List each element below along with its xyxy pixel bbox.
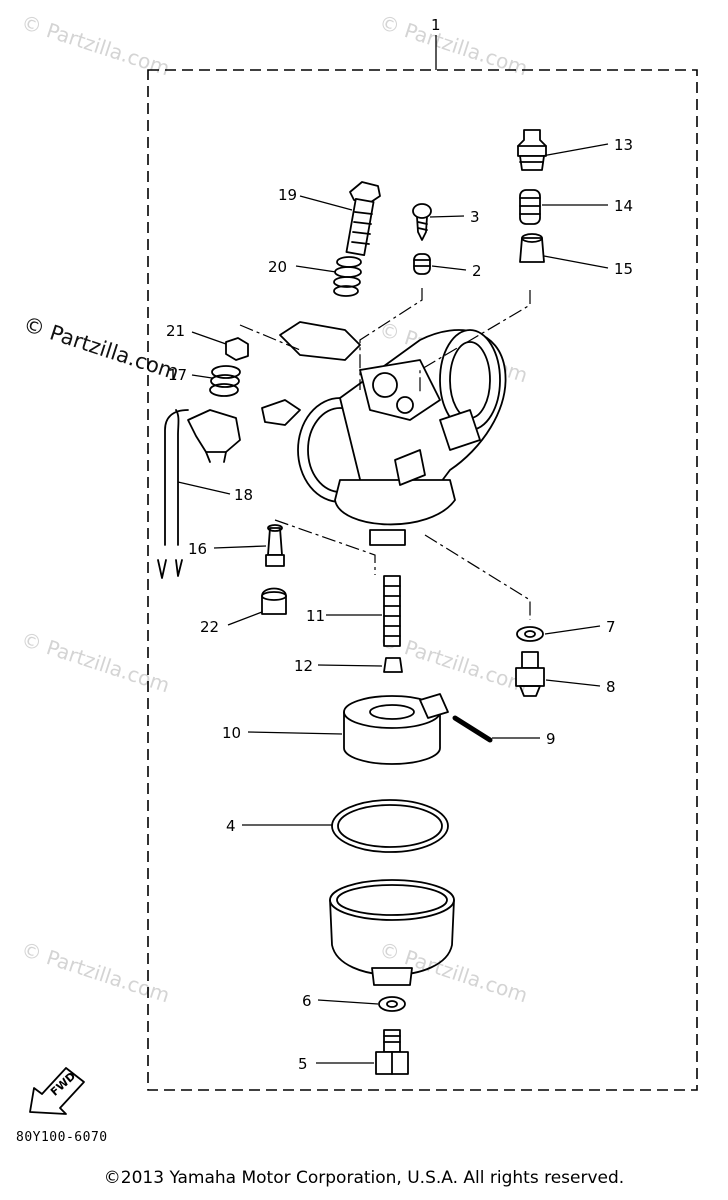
- leader-22: [227, 611, 263, 626]
- callout-12: 12: [294, 657, 313, 675]
- leader-6: [317, 999, 379, 1005]
- ref-line: [359, 288, 423, 390]
- leader-21: [191, 331, 227, 345]
- starter-plunger-part: [517, 129, 547, 171]
- ref-line: [274, 519, 376, 575]
- float-chamber-part: [329, 879, 455, 986]
- watermark: © Partzilla.com: [18, 627, 172, 698]
- float-pin-part: [452, 715, 493, 743]
- spring-part: [333, 256, 362, 297]
- screw-part: [412, 203, 432, 241]
- callout-7: 7: [606, 618, 616, 636]
- callout-5: 5: [298, 1055, 308, 1073]
- leader-19: [299, 195, 353, 211]
- callout-20: 20: [268, 258, 287, 276]
- callout-15: 15: [614, 260, 633, 278]
- leader-8: [545, 679, 601, 687]
- leader-15: [543, 255, 609, 269]
- cap-part: [261, 587, 287, 615]
- callout-14: 14: [614, 197, 633, 215]
- leader-2: [431, 265, 467, 271]
- callout-10: 10: [222, 724, 241, 742]
- callout-2: 2: [472, 262, 482, 280]
- watermark: © Partzilla.com: [18, 937, 172, 1008]
- carburetor-body-part: [261, 321, 507, 546]
- ref-line: [239, 324, 301, 351]
- fwd-arrow: FWD: [29, 1067, 85, 1115]
- assembly-number: 1: [431, 16, 441, 34]
- callout-11: 11: [306, 607, 325, 625]
- drain-washer-part: [378, 996, 406, 1012]
- pilot-screw-part: [345, 181, 381, 257]
- callout-18: 18: [234, 486, 253, 504]
- gasket-part: [331, 799, 449, 853]
- pilot-jet-part: [265, 524, 285, 567]
- washer-part: [516, 626, 544, 642]
- cable-spring-part: [209, 365, 241, 397]
- diagram-code: 80Y100-6070: [16, 1130, 108, 1145]
- ref-line: [424, 534, 531, 620]
- callout-17: 17: [168, 366, 187, 384]
- leader-13: [541, 143, 609, 157]
- leader-7: [544, 625, 601, 635]
- watermark-dark: © Partzilla.com: [20, 312, 182, 385]
- leader-12: [317, 664, 383, 667]
- callout-3: 3: [470, 208, 480, 226]
- callout-6: 6: [302, 992, 312, 1010]
- spring-small-part: [413, 253, 431, 275]
- float-part: [343, 693, 449, 765]
- leader-3: [429, 215, 465, 218]
- callout-19: 19: [278, 186, 297, 204]
- callout-21: 21: [166, 322, 185, 340]
- plunger-spring-part: [519, 189, 541, 225]
- drain-screw-part: [515, 651, 545, 697]
- needle-jet-part: [383, 575, 401, 647]
- ref-line: [419, 290, 531, 395]
- watermarks: © Partzilla.com © Partzilla.com © Partzi…: [18, 10, 530, 1008]
- copyright-notice: ©2013 Yamaha Motor Corporation, U.S.A. A…: [103, 1168, 625, 1188]
- callout-13: 13: [614, 136, 633, 154]
- leader-16: [213, 545, 267, 549]
- main-jet-part: [383, 657, 403, 673]
- starter-cable-part: [157, 409, 241, 579]
- callout-16: 16: [188, 540, 207, 558]
- leader-17: [191, 374, 213, 379]
- callout-4: 4: [226, 817, 236, 835]
- callout-22: 22: [200, 618, 219, 636]
- nut-part: [225, 337, 249, 361]
- drain-bolt-part: [375, 1029, 409, 1075]
- plunger-part: [519, 233, 545, 263]
- callout-9: 9: [546, 730, 556, 748]
- assembly-frame: [147, 69, 698, 1091]
- callout-8: 8: [606, 678, 616, 696]
- leader-18: [177, 481, 231, 495]
- leader-10: [247, 731, 343, 735]
- leader-20: [295, 265, 337, 273]
